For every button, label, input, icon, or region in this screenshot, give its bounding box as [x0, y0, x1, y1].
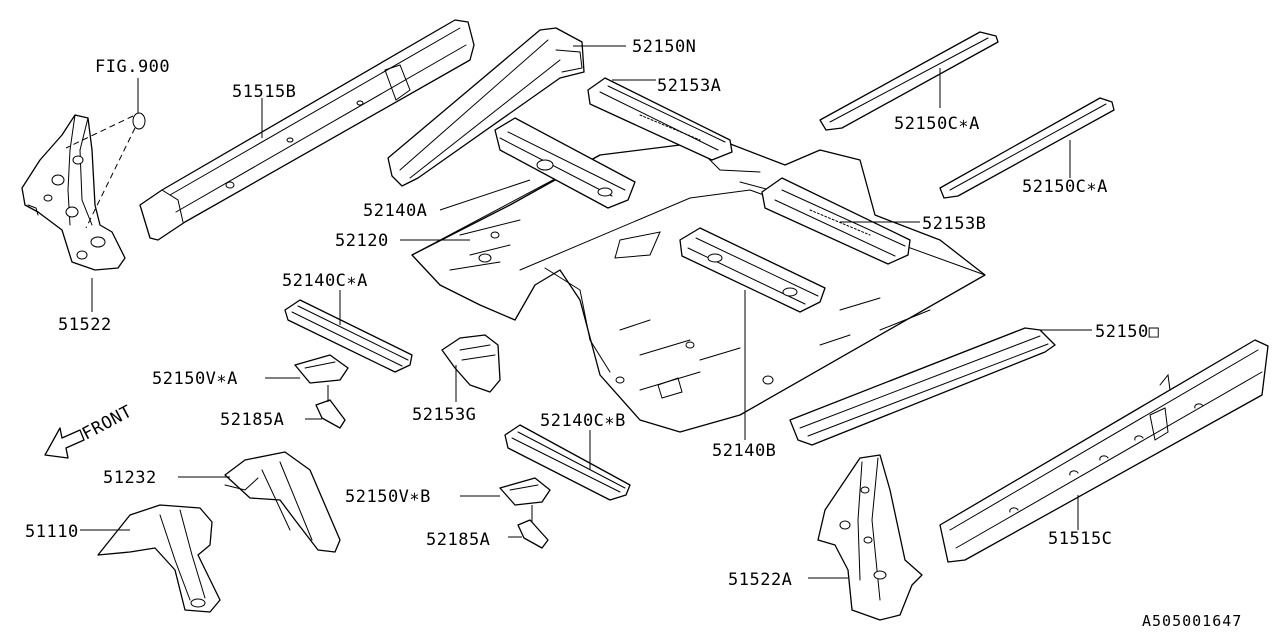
- part-52150N-drawing: [387, 27, 585, 187]
- part-52150VA-drawing: [294, 354, 349, 384]
- callout-52150CA-2: 52150C∗A: [1022, 177, 1108, 197]
- callout-52185A-2: 52185A: [426, 530, 490, 550]
- callout-51232: 51232: [103, 468, 157, 488]
- callout-52140CB: 52140C∗B: [540, 411, 626, 431]
- part-51515C-drawing: [939, 339, 1269, 563]
- part-52153B-drawing: [761, 177, 911, 265]
- fig900-label: FIG.900: [95, 57, 170, 77]
- callout-52150N: 52150N: [632, 37, 696, 57]
- callout-51522A: 51522A: [728, 570, 792, 590]
- part-51522-drawing: [21, 114, 126, 271]
- callout-52153A: 52153A: [657, 76, 721, 96]
- callout-51515C: 51515C: [1048, 529, 1112, 549]
- part-52150CA-upper-drawing: [819, 31, 999, 131]
- part-51232-drawing: [224, 451, 341, 553]
- callout-52153G: 52153G: [412, 405, 476, 425]
- callout-52185A-1: 52185A: [220, 410, 284, 430]
- part-52150CA-lower-drawing: [939, 97, 1115, 199]
- part-51515B-drawing: [139, 19, 475, 241]
- callout-52140B: 52140B: [712, 441, 776, 461]
- part-51522A-drawing: [817, 454, 923, 621]
- drawing-code: A505001647: [1142, 612, 1242, 630]
- callout-52150VB: 52150V∗B: [345, 487, 431, 507]
- callout-52150CA-1: 52150C∗A: [894, 114, 980, 134]
- callout-52140CA: 52140C∗A: [282, 271, 368, 291]
- fig900-dashed-leader: [65, 115, 136, 229]
- callout-51110: 51110: [25, 522, 79, 542]
- callout-52150: 52150□: [1095, 322, 1160, 342]
- callout-52153B: 52153B: [922, 214, 986, 234]
- leader-52140A: [439, 179, 531, 211]
- part-52150VB-drawing: [499, 477, 551, 506]
- fig900-marker-hole: [132, 112, 146, 130]
- part-52140B-drawing: [679, 227, 826, 313]
- part-51110-drawing: [97, 504, 221, 613]
- part-52185A-2-drawing: [517, 519, 549, 549]
- part-52150-drawing: [789, 327, 1056, 446]
- part-52153G-drawing: [441, 334, 501, 393]
- part-52153A-drawing: [587, 77, 733, 161]
- front-label: FRONT: [79, 402, 136, 445]
- callout-52140A: 52140A: [363, 201, 427, 221]
- callout-51522: 51522: [58, 315, 112, 335]
- part-52140CA-drawing: [284, 299, 413, 373]
- part-52185A-1-drawing: [315, 399, 346, 429]
- callout-52150VA: 52150V∗A: [152, 369, 238, 389]
- callout-51515B: 51515B: [232, 82, 296, 102]
- callout-52120: 52120: [335, 231, 389, 251]
- part-52140A-drawing: [494, 117, 636, 209]
- front-arrow-icon: [44, 427, 85, 459]
- part-52140CB-drawing: [504, 424, 631, 501]
